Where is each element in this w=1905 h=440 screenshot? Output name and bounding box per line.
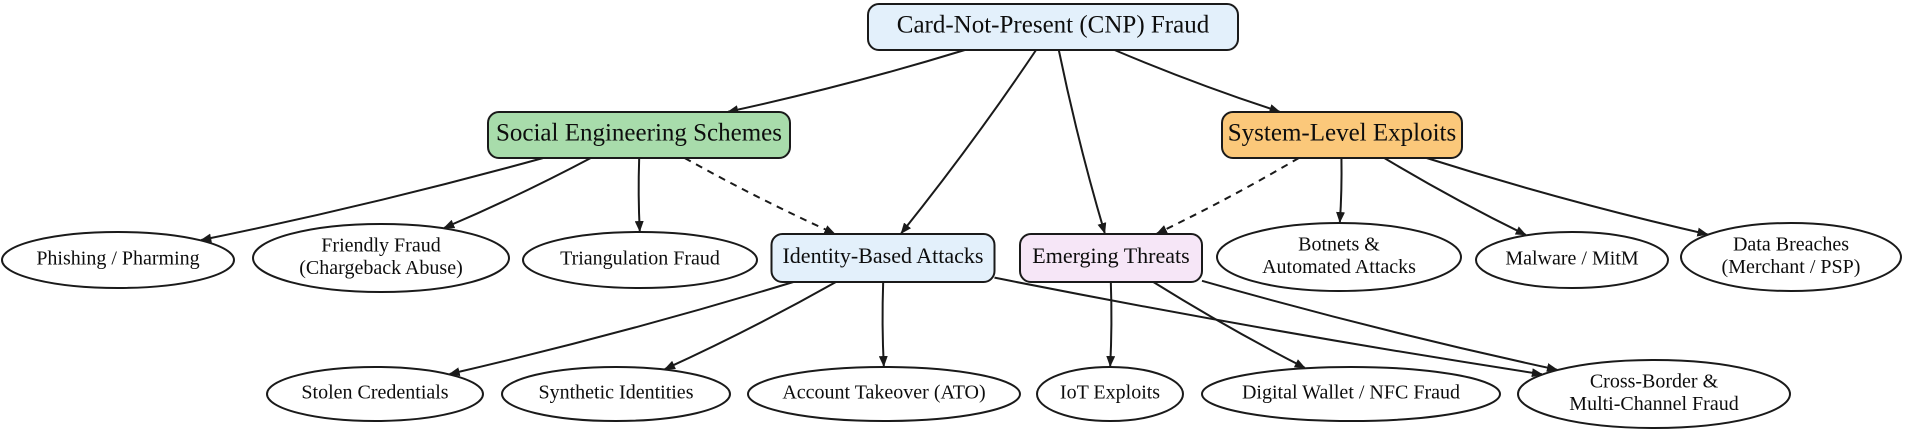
edge-identity-to-stolen (448, 281, 794, 377)
node-label-crossborder: Cross-Border & (1590, 370, 1719, 392)
node-phishing[interactable]: Phishing / Pharming (1, 231, 235, 289)
node-label-stolen: Stolen Credentials (301, 382, 448, 404)
node-label-system: System-Level Exploits (1228, 120, 1456, 147)
node-label-synthetic: Synthetic Identities (539, 382, 694, 404)
node-shape-identity (770, 233, 996, 283)
node-triangle[interactable]: Triangulation Fraud (522, 231, 758, 289)
node-iot[interactable]: IoT Exploits (1036, 366, 1184, 422)
node-breaches[interactable]: Data Breaches(Merchant / PSP) (1680, 222, 1902, 292)
node-shape-triangle (522, 231, 758, 289)
edge-social-to-triangle (634, 157, 644, 232)
node-label-ato: Account Takeover (ATO) (782, 382, 985, 404)
edge-social-to-friendly (443, 157, 592, 229)
node-label-friendly: Friendly Fraud (321, 234, 440, 256)
node-label-identity: Identity-Based Attacks (782, 243, 983, 268)
node-wallet[interactable]: Digital Wallet / NFC Fraud (1201, 366, 1501, 422)
node-label-breaches: (Merchant / PSP) (1722, 256, 1861, 278)
edge-root-to-social (727, 49, 966, 115)
node-label-botnets: Botnets & (1298, 233, 1380, 255)
node-label-iot: IoT Exploits (1060, 382, 1160, 404)
node-shape-root (867, 3, 1239, 51)
node-synthetic[interactable]: Synthetic Identities (501, 366, 731, 422)
node-emerging[interactable]: Emerging Threats (1019, 233, 1203, 283)
node-label-malware: Malware / MitM (1505, 248, 1639, 270)
node-ato[interactable]: Account Takeover (ATO) (747, 366, 1021, 422)
node-shape-stolen (266, 366, 484, 422)
node-social[interactable]: Social Engineering Schemes (487, 111, 791, 159)
edges-layer (200, 49, 1709, 378)
edge-root-to-emerging (1057, 49, 1107, 234)
edge-emerging-to-wallet (1152, 281, 1306, 369)
edge-system-to-emerging (1156, 157, 1300, 235)
node-identity[interactable]: Identity-Based Attacks (770, 233, 996, 283)
node-shape-iot (1036, 366, 1184, 422)
node-shape-system (1221, 111, 1463, 159)
node-shape-malware (1475, 231, 1669, 289)
edge-root-to-identity (900, 49, 1037, 234)
edge-identity-to-ato (878, 281, 888, 367)
node-shape-social (487, 111, 791, 159)
node-label-crossborder: Multi-Channel Fraud (1569, 393, 1738, 415)
node-friendly[interactable]: Friendly Fraud(Chargeback Abuse) (252, 223, 510, 293)
node-shape-ato (747, 366, 1021, 422)
node-label-phishing: Phishing / Pharming (36, 248, 199, 270)
edge-system-to-botnets (1336, 157, 1346, 223)
node-botnets[interactable]: Botnets &Automated Attacks (1216, 222, 1462, 292)
node-label-botnets: Automated Attacks (1262, 256, 1416, 278)
node-stolen[interactable]: Stolen Credentials (266, 366, 484, 422)
edge-emerging-to-crossborder (1201, 279, 1558, 372)
node-shape-emerging (1019, 233, 1203, 283)
node-malware[interactable]: Malware / MitM (1475, 231, 1669, 289)
edge-identity-to-crossborder (994, 276, 1543, 378)
node-shape-botnets (1216, 222, 1462, 292)
node-label-friendly: (Chargeback Abuse) (299, 257, 462, 279)
node-label-breaches: Data Breaches (1733, 233, 1849, 255)
node-shape-phishing (1, 231, 235, 289)
edge-social-to-phishing (200, 157, 544, 243)
node-shape-wallet (1201, 366, 1501, 422)
node-crossborder[interactable]: Cross-Border &Multi-Channel Fraud (1517, 359, 1791, 429)
edge-root-to-system (1114, 49, 1281, 113)
node-label-emerging: Emerging Threats (1032, 243, 1189, 268)
node-label-wallet: Digital Wallet / NFC Fraud (1242, 382, 1460, 404)
node-label-root: Card-Not-Present (CNP) Fraud (897, 12, 1210, 39)
edge-system-to-malware (1383, 157, 1527, 236)
node-root[interactable]: Card-Not-Present (CNP) Fraud (867, 3, 1239, 51)
node-shape-synthetic (501, 366, 731, 422)
node-system[interactable]: System-Level Exploits (1221, 111, 1463, 159)
edge-emerging-to-iot (1106, 281, 1116, 367)
edge-identity-to-synthetic (664, 281, 837, 370)
edge-system-to-breaches (1426, 157, 1709, 237)
node-shape-breaches (1680, 222, 1902, 292)
node-shape-friendly (252, 223, 510, 293)
node-shape-crossborder (1517, 359, 1791, 429)
node-label-social: Social Engineering Schemes (496, 120, 782, 147)
node-label-triangle: Triangulation Fraud (560, 248, 720, 270)
edge-social-to-identity (684, 157, 836, 235)
